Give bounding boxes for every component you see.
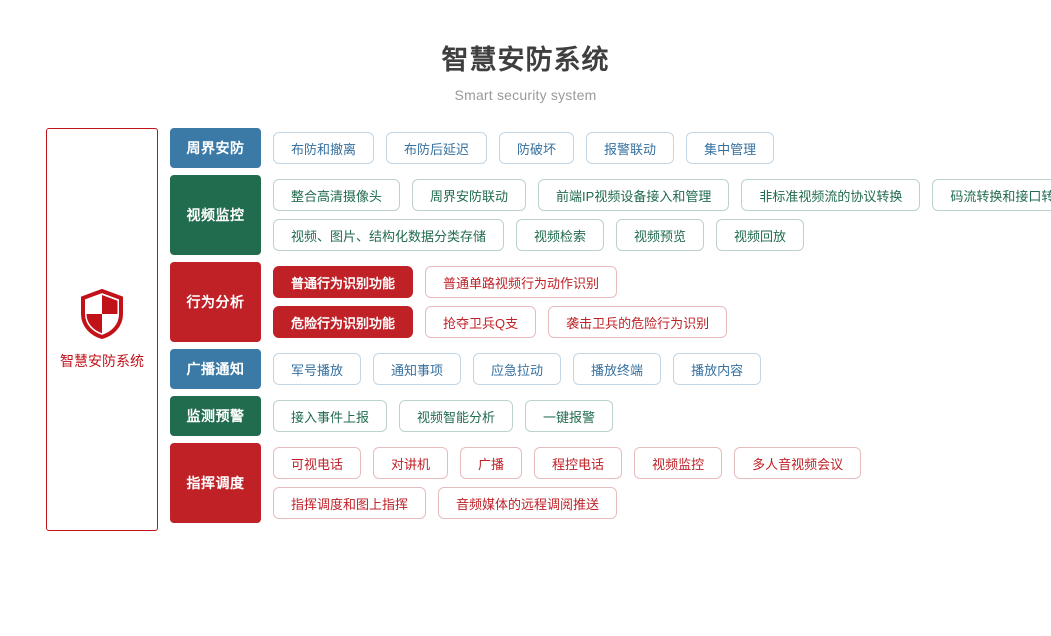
chip-line: 普通行为识别功能普通单路视频行为动作识别 <box>273 266 1051 298</box>
feature-chip[interactable]: 广播 <box>460 447 523 479</box>
feature-chip[interactable]: 音频媒体的远程调阅推送 <box>438 487 618 519</box>
chip-groups: 普通行为识别功能普通单路视频行为动作识别危险行为识别功能抢夺卫兵Q支袭击卫兵的危… <box>273 262 1051 342</box>
feature-chip[interactable]: 布防后延迟 <box>386 132 488 164</box>
content-area: 智慧安防系统 周界安防布防和撤离布防后延迟防破坏报警联动集中管理视频监控整合高清… <box>0 128 1051 531</box>
feature-chip[interactable]: 视频回放 <box>716 219 805 251</box>
category-badge[interactable]: 指挥调度 <box>170 443 261 523</box>
chip-line: 布防和撤离布防后延迟防破坏报警联动集中管理 <box>273 132 1051 164</box>
feature-chip[interactable]: 集中管理 <box>686 132 775 164</box>
feature-chip[interactable]: 报警联动 <box>586 132 675 164</box>
shield-icon <box>80 288 124 339</box>
feature-chip[interactable]: 程控电话 <box>534 447 623 479</box>
category-row: 指挥调度可视电话对讲机广播程控电话视频监控多人音视频会议指挥调度和图上指挥音频媒… <box>170 443 1051 523</box>
feature-chip[interactable]: 通知事项 <box>373 353 462 385</box>
feature-chip[interactable]: 普通单路视频行为动作识别 <box>425 266 618 298</box>
category-badge[interactable]: 周界安防 <box>170 128 261 168</box>
chip-groups: 整合高清摄像头周界安防联动前端IP视频设备接入和管理非标准视频流的协议转换码流转… <box>273 175 1051 255</box>
feature-chip[interactable]: 危险行为识别功能 <box>273 306 414 338</box>
chip-groups: 可视电话对讲机广播程控电话视频监控多人音视频会议指挥调度和图上指挥音频媒体的远程… <box>273 443 1051 523</box>
chip-line: 危险行为识别功能抢夺卫兵Q支袭击卫兵的危险行为识别 <box>273 306 1051 338</box>
category-row: 行为分析普通行为识别功能普通单路视频行为动作识别危险行为识别功能抢夺卫兵Q支袭击… <box>170 262 1051 342</box>
feature-chip[interactable]: 普通行为识别功能 <box>273 266 414 298</box>
category-badge[interactable]: 监测预警 <box>170 396 261 436</box>
chip-line: 军号播放通知事项应急拉动播放终端播放内容 <box>273 353 1051 385</box>
chip-line: 视频、图片、结构化数据分类存储视频检索视频预览视频回放 <box>273 219 1051 251</box>
feature-chip[interactable]: 视频智能分析 <box>399 400 514 432</box>
category-row: 广播通知军号播放通知事项应急拉动播放终端播放内容 <box>170 349 1051 389</box>
category-badge[interactable]: 行为分析 <box>170 262 261 342</box>
feature-chip[interactable]: 视频监控 <box>634 447 723 479</box>
category-rows: 周界安防布防和撤离布防后延迟防破坏报警联动集中管理视频监控整合高清摄像头周界安防… <box>170 128 1051 530</box>
category-row: 周界安防布防和撤离布防后延迟防破坏报警联动集中管理 <box>170 128 1051 168</box>
chip-line: 指挥调度和图上指挥音频媒体的远程调阅推送 <box>273 487 1051 519</box>
chip-groups: 布防和撤离布防后延迟防破坏报警联动集中管理 <box>273 128 1051 168</box>
feature-chip[interactable]: 接入事件上报 <box>273 400 388 432</box>
feature-chip[interactable]: 前端IP视频设备接入和管理 <box>538 179 730 211</box>
feature-chip[interactable]: 视频预览 <box>616 219 705 251</box>
feature-chip[interactable]: 视频检索 <box>516 219 605 251</box>
chip-groups: 军号播放通知事项应急拉动播放终端播放内容 <box>273 349 1051 389</box>
page-title: 智慧安防系统 <box>441 45 610 75</box>
chip-line: 整合高清摄像头周界安防联动前端IP视频设备接入和管理非标准视频流的协议转换码流转… <box>273 179 1051 211</box>
feature-chip[interactable]: 可视电话 <box>273 447 362 479</box>
feature-chip[interactable]: 视频、图片、结构化数据分类存储 <box>273 219 505 251</box>
feature-chip[interactable]: 多人音视频会议 <box>734 447 862 479</box>
feature-chip[interactable]: 防破坏 <box>499 132 575 164</box>
feature-chip[interactable]: 播放终端 <box>573 353 662 385</box>
feature-chip[interactable]: 军号播放 <box>273 353 362 385</box>
feature-chip[interactable]: 抢夺卫兵Q支 <box>425 306 537 338</box>
feature-chip[interactable]: 袭击卫兵的危险行为识别 <box>548 306 728 338</box>
feature-chip[interactable]: 一键报警 <box>525 400 614 432</box>
feature-chip[interactable]: 对讲机 <box>373 447 449 479</box>
feature-chip[interactable]: 指挥调度和图上指挥 <box>273 487 427 519</box>
feature-chip[interactable]: 整合高清摄像头 <box>273 179 401 211</box>
brand-label: 智慧安防系统 <box>60 352 144 369</box>
chip-line: 可视电话对讲机广播程控电话视频监控多人音视频会议 <box>273 447 1051 479</box>
page-header: 智慧安防系统 Smart security system <box>0 0 1051 103</box>
feature-chip[interactable]: 非标准视频流的协议转换 <box>741 179 921 211</box>
chip-line: 接入事件上报视频智能分析一键报警 <box>273 400 1051 432</box>
category-row: 视频监控整合高清摄像头周界安防联动前端IP视频设备接入和管理非标准视频流的协议转… <box>170 175 1051 255</box>
feature-chip[interactable]: 码流转换和接口转换 <box>932 179 1051 211</box>
chip-groups: 接入事件上报视频智能分析一键报警 <box>273 396 1051 436</box>
category-row: 监测预警接入事件上报视频智能分析一键报警 <box>170 396 1051 436</box>
page-subtitle: Smart security system <box>454 87 597 103</box>
feature-chip[interactable]: 播放内容 <box>673 353 762 385</box>
feature-chip[interactable]: 周界安防联动 <box>412 179 527 211</box>
feature-chip[interactable]: 布防和撤离 <box>273 132 375 164</box>
category-badge[interactable]: 视频监控 <box>170 175 261 255</box>
brand-panel: 智慧安防系统 <box>46 128 158 531</box>
feature-chip[interactable]: 应急拉动 <box>473 353 562 385</box>
category-badge[interactable]: 广播通知 <box>170 349 261 389</box>
